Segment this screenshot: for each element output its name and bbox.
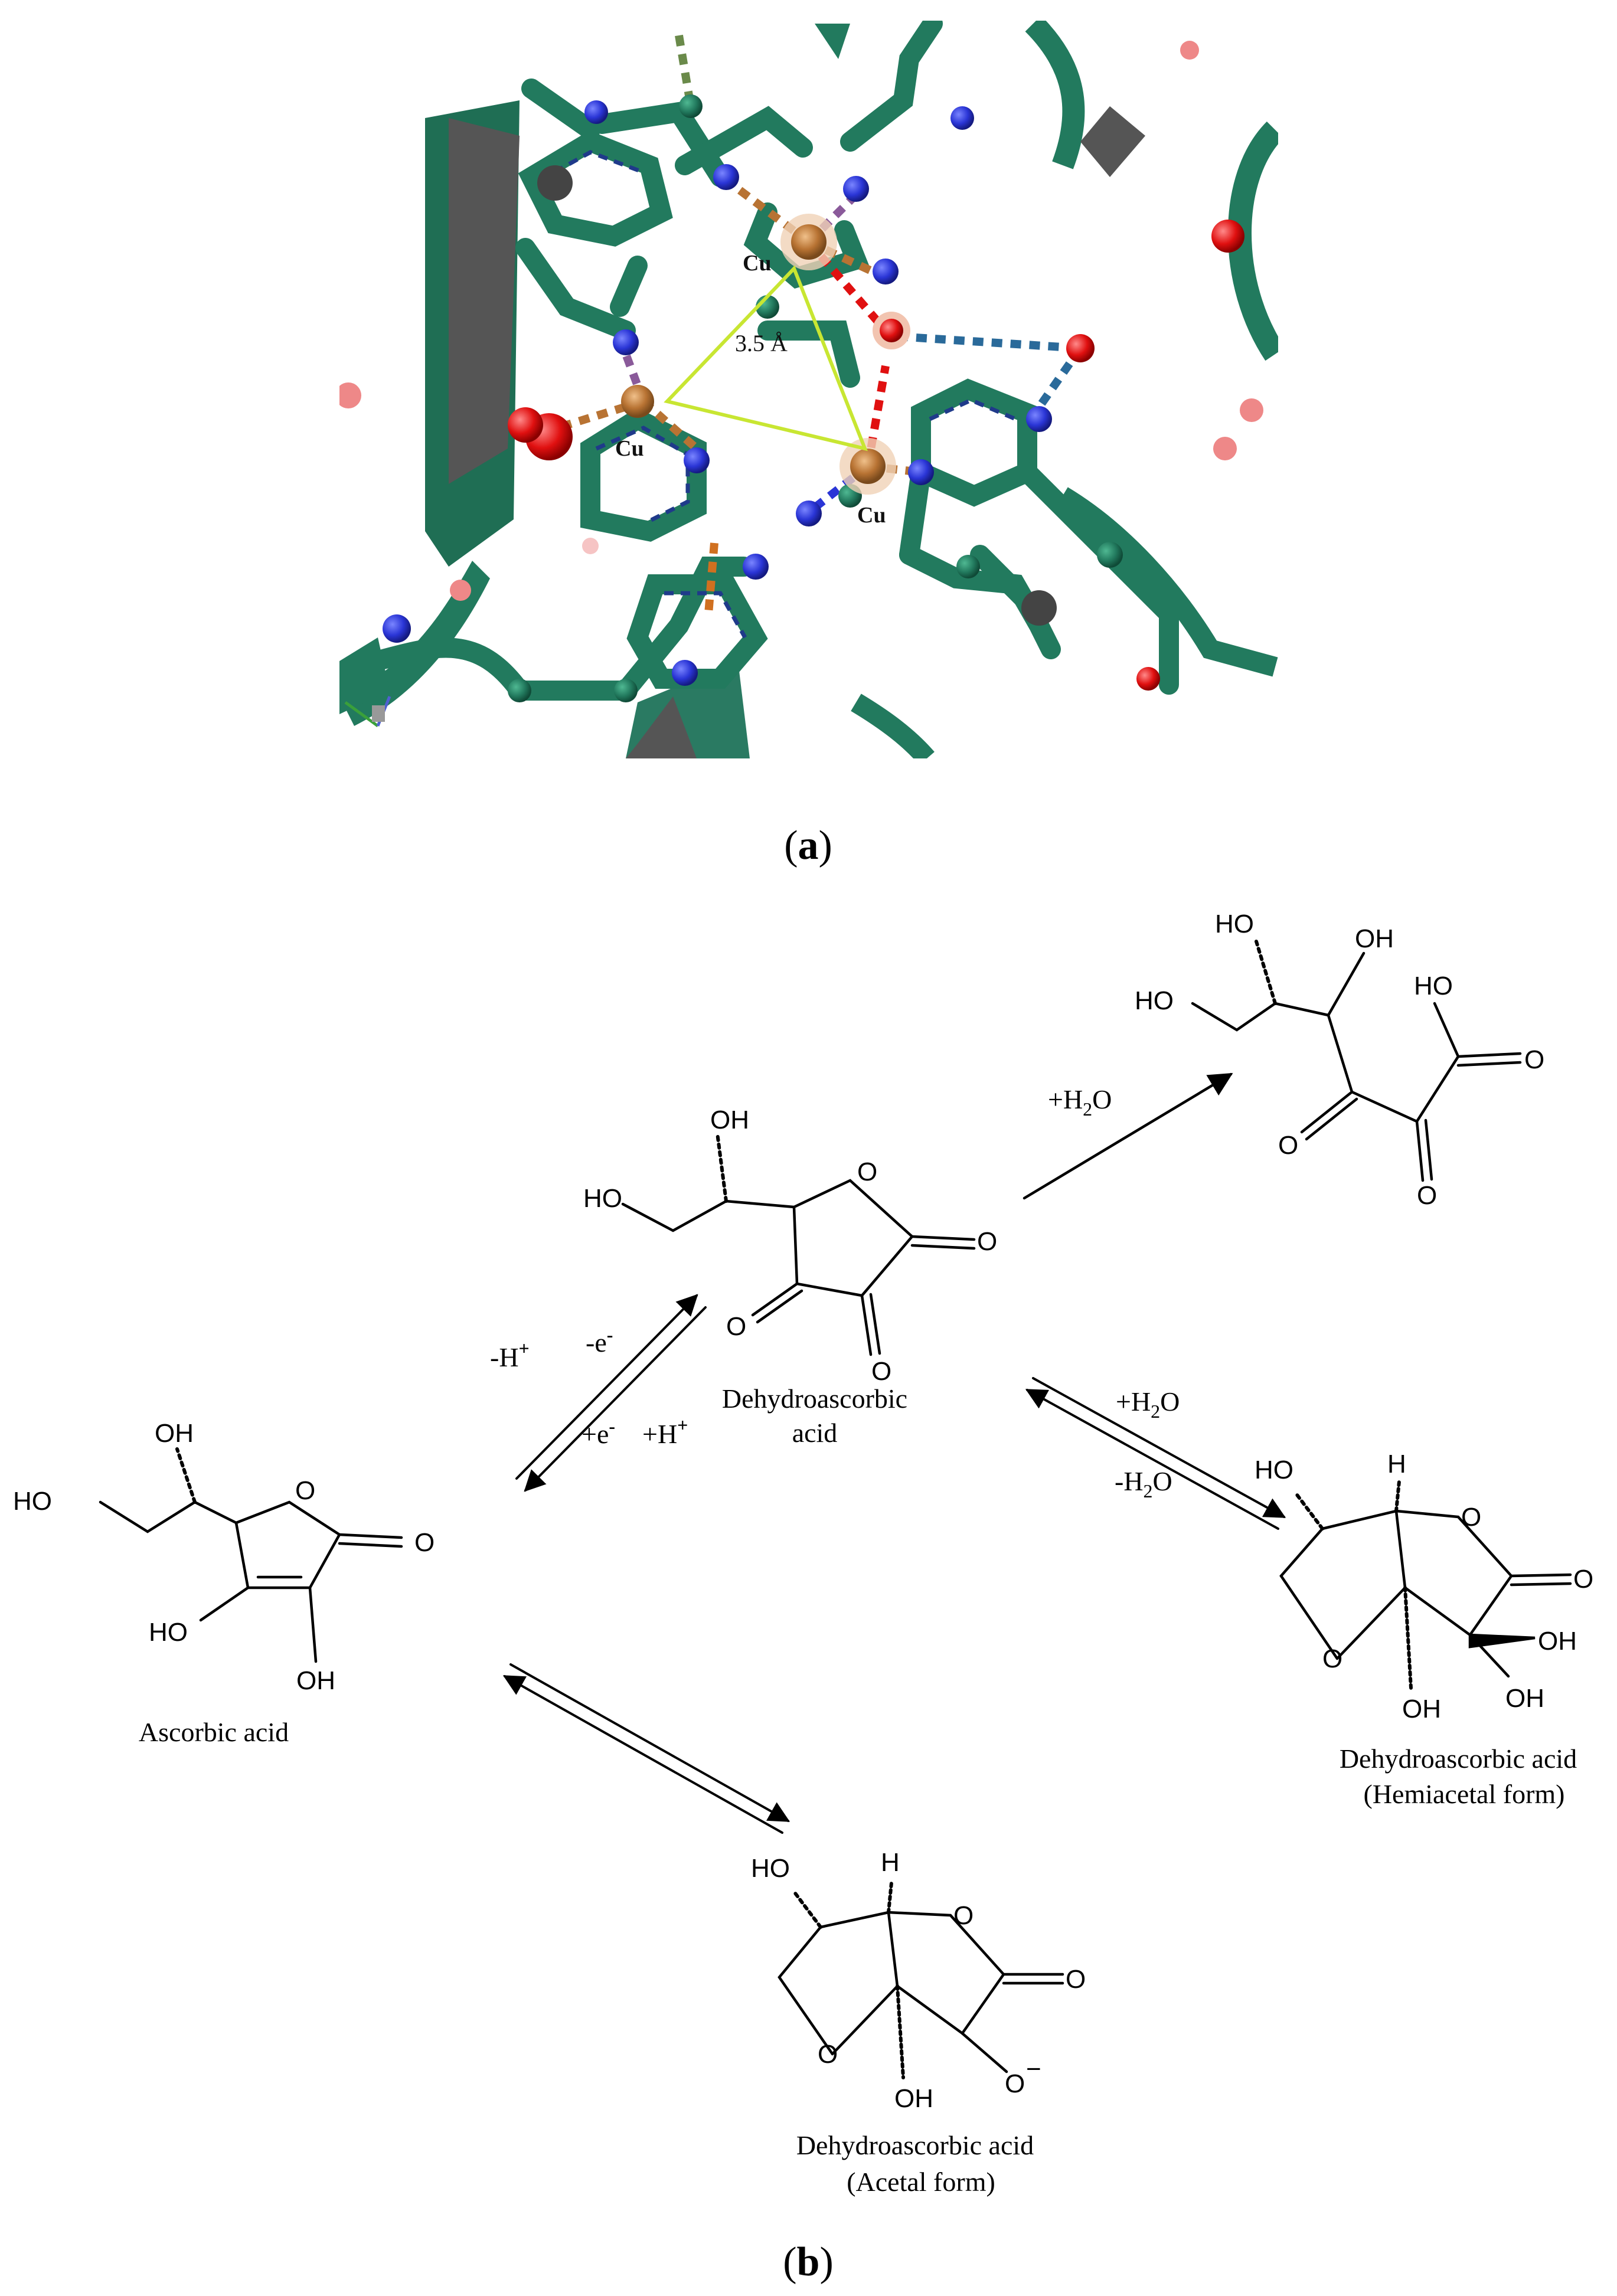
acetal-oh-bottom: OH <box>894 2084 933 2113</box>
dha-o-right: O <box>977 1227 997 1256</box>
acetal-o-ring: O <box>953 1901 974 1930</box>
dehydroascorbic-acid-structure <box>621 1131 976 1356</box>
hemiacetal-label-line2: (Hemiacetal form) <box>1364 1779 1565 1809</box>
acetal-ho: HO <box>751 1854 790 1883</box>
hemi-oh-right: OH <box>1538 1627 1577 1656</box>
dha-o-ring: O <box>857 1157 877 1186</box>
dkg-oh-top: OH <box>1355 924 1394 953</box>
ascorbic-oh-bottom: OH <box>296 1666 335 1695</box>
hemiacetal-label-line1: Dehydroascorbic acid <box>1340 1744 1577 1774</box>
hemi-o-keto: O <box>1573 1565 1593 1594</box>
dha-label-line1: Dehydroascorbic <box>722 1384 907 1414</box>
arrow-dha-hydrolysis <box>1023 1072 1233 1200</box>
label-hemi-minus-water: -H2O <box>1115 1466 1172 1502</box>
acetal-minus-charge: − <box>1026 2055 1041 2084</box>
dha-oh-top: OH <box>710 1106 749 1134</box>
acetal-label-line1: Dehydroascorbic acid <box>796 2130 1034 2160</box>
hemi-h: H <box>1387 1450 1406 1479</box>
label-hemi-plus-water: +H2O <box>1116 1386 1180 1422</box>
ascorbic-ho-bottom: HO <box>149 1618 188 1647</box>
label-plus-e: +e- <box>582 1415 615 1449</box>
dha-label-line2: acid <box>792 1418 838 1448</box>
ascorbic-acid-structure <box>99 1447 403 1663</box>
dkg-ho-left: HO <box>1135 986 1174 1015</box>
acetal-h: H <box>881 1848 900 1877</box>
cu-label-right: Cu <box>857 503 886 528</box>
dkg-o-bottom: O <box>1417 1181 1437 1210</box>
panel-b-label: (b) <box>783 2239 834 2285</box>
hemi-ho: HO <box>1255 1456 1293 1484</box>
copper-active-site-image: Cu Cu Cu 3.5 Å <box>339 21 1278 758</box>
arrow-dha-hemiacetal <box>1025 1377 1286 1530</box>
ascorbic-ho-left: HO <box>13 1487 52 1516</box>
cu-label-top: Cu <box>743 251 772 276</box>
dkg-o-acid: O <box>1524 1045 1544 1074</box>
reaction-scheme: OH HO O O HO OH Ascorbic acid OH HO O O … <box>13 910 1593 2197</box>
arrow-ascorbic-acetal <box>502 1663 790 1834</box>
label-plus-h: +H+ <box>642 1414 688 1449</box>
acetal-form-structure <box>778 1881 1064 2079</box>
arrow-ascorbic-dha <box>515 1294 707 1492</box>
acetal-o-keto: O <box>1066 1965 1086 1994</box>
acetal-label-line2: (Acetal form) <box>847 2167 995 2197</box>
dkg-o-left: O <box>1278 1131 1298 1160</box>
ascorbic-o-keto: O <box>414 1528 435 1557</box>
ascorbic-acid-label: Ascorbic acid <box>139 1717 289 1747</box>
acetal-o-minus: O <box>1005 2069 1025 2098</box>
label-minus-h: -H+ <box>490 1337 530 1372</box>
hemi-oh-bottom: OH <box>1402 1695 1441 1723</box>
acetal-o-lower: O <box>818 2040 838 2069</box>
dkg-ho-top: HO <box>1215 910 1254 938</box>
hemi-o-ring: O <box>1461 1503 1481 1532</box>
hemi-oh-bottom-right: OH <box>1505 1684 1544 1713</box>
cu-label-left: Cu <box>615 436 644 461</box>
diketogulonic-acid-structure <box>1191 940 1522 1182</box>
panel-a-label: (a) <box>784 823 832 868</box>
hemi-o-lower: O <box>1322 1644 1342 1673</box>
label-hydrolysis: +H2O <box>1048 1084 1112 1120</box>
ascorbic-o-ring: O <box>295 1476 315 1505</box>
label-minus-e: -e- <box>586 1324 613 1358</box>
ascorbic-oh-top: OH <box>155 1419 194 1448</box>
distance-label: 3.5 Å <box>735 330 788 356</box>
dha-ho-left: HO <box>583 1184 622 1213</box>
dkg-ho-acid: HO <box>1414 972 1453 1000</box>
dha-o-bottom: O <box>871 1357 891 1386</box>
hemiacetal-form-structure <box>1279 1480 1572 1690</box>
dha-o-left: O <box>726 1312 746 1341</box>
